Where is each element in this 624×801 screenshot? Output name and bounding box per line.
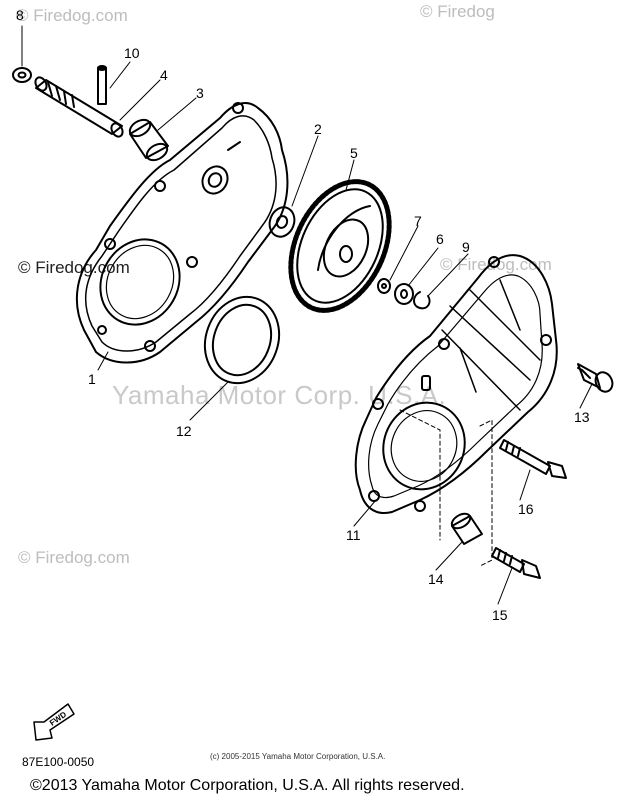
callout-12: 12 bbox=[176, 423, 192, 439]
callout-11: 11 bbox=[346, 527, 361, 543]
watermark-site-mid-right: © Firedog.com bbox=[440, 255, 552, 274]
part-6-washer bbox=[394, 283, 414, 305]
callout-13: 13 bbox=[574, 409, 590, 425]
fwd-arrow-icon bbox=[33, 703, 75, 741]
footer-copyright: ©2013 Yamaha Motor Corporation, U.S.A. A… bbox=[30, 777, 465, 794]
callout-4: 4 bbox=[160, 67, 168, 83]
callout-10: 10 bbox=[124, 45, 140, 61]
diagram-code: 87E100-0050 bbox=[22, 755, 95, 769]
watermark-site-top-right: © Firedog bbox=[420, 2, 495, 21]
part-13-bolt bbox=[577, 363, 614, 393]
callout-3: 3 bbox=[196, 85, 204, 101]
callout-15: 15 bbox=[492, 607, 508, 623]
part-1-gear-case-cover bbox=[75, 102, 289, 364]
callout-1: 1 bbox=[88, 371, 96, 387]
part-7-washer bbox=[377, 278, 391, 294]
part-16-bolt bbox=[499, 439, 567, 479]
callout-8: 8 bbox=[16, 7, 24, 23]
part-14-dowel bbox=[450, 512, 483, 545]
callout-9: 9 bbox=[462, 239, 470, 255]
small-copyright: (c) 2005-2015 Yamaha Motor Corporation, … bbox=[210, 752, 386, 761]
callout-14: 14 bbox=[428, 571, 444, 587]
part-2-bearing bbox=[268, 206, 296, 238]
part-5-gear bbox=[288, 179, 392, 313]
part-15-bolt bbox=[491, 547, 541, 579]
part-8-washer bbox=[12, 67, 32, 83]
part-11-gear-case bbox=[354, 254, 558, 567]
watermark-site-low-left: © Firedog.com bbox=[18, 548, 130, 567]
watermark-site-top-left: © Firedog.com bbox=[16, 6, 128, 25]
callout-2: 2 bbox=[314, 121, 322, 137]
part-10-pin bbox=[97, 65, 107, 105]
leader-lines bbox=[21, 25, 593, 605]
part-12-seal bbox=[203, 295, 281, 385]
callout-16: 16 bbox=[518, 501, 534, 517]
part-3-collar bbox=[128, 118, 169, 162]
watermark-brand: Yamaha Motor Corp. U.S.A. bbox=[112, 380, 447, 410]
callout-7: 7 bbox=[414, 213, 422, 229]
part-9-circlip bbox=[413, 291, 431, 310]
part-4-shaft bbox=[34, 76, 124, 138]
callout-5: 5 bbox=[350, 145, 358, 161]
callout-6: 6 bbox=[436, 231, 444, 247]
